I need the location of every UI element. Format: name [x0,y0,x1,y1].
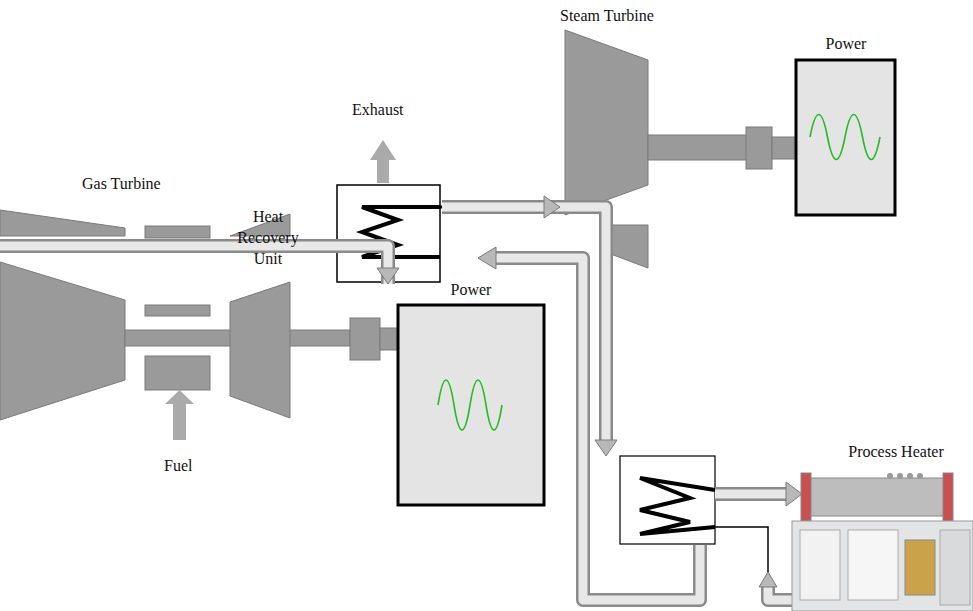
shaft [648,135,748,160]
exhaust-pipe [0,242,352,251]
generator-label: Power [398,280,546,505]
heater-fitting [917,473,923,479]
turbine-casing [0,210,125,236]
generator [398,305,544,505]
fuel-arrow [173,402,186,440]
supply-pipe [715,487,788,501]
steam-turbine: Steam Turbine [560,6,656,268]
heater-flange [943,473,953,521]
heater-fitting [897,473,903,479]
node-label: Steam Turbine [560,6,654,27]
cabinet-panel [800,530,840,600]
fuel-label: Fuel [164,456,192,477]
coupling [350,318,380,360]
coupling [772,137,796,159]
node-label: Heat Recovery Unit [222,207,314,269]
pipe-connector [442,196,560,218]
arrow-head [377,268,399,284]
coupling [746,127,772,169]
gas-turbine: Gas Turbine [0,170,348,420]
heater-fitting [907,473,913,479]
pipe-connector [348,246,399,284]
exhaust-arrow [370,140,396,160]
combustor [145,356,210,390]
cabinet-panel [848,530,898,600]
sine-wave [810,115,880,160]
pipe-core [442,203,560,212]
flow-arrow [478,247,496,269]
node-label: Gas Turbine [82,174,161,195]
fuel-arrow [165,390,194,404]
node-label: Process Heater [819,442,973,463]
pipe-core [348,246,388,284]
compressor [0,262,125,420]
sine-wave [438,380,502,430]
heat-exchanger [620,456,715,544]
pipe-outline [442,200,560,214]
heater-flange [801,473,811,521]
arrow-head [544,196,560,218]
generator [796,60,895,215]
return-line [715,527,768,572]
node-label: Power [398,280,544,301]
flow-arrow [595,440,617,456]
flow-arrow [786,482,802,506]
exhaust-pipe [0,239,352,253]
pipe-outline [348,246,388,284]
heater-fitting [887,473,893,479]
supply-pipe [715,490,788,499]
combustor-casing [145,226,210,238]
flow-arrow [759,572,777,587]
generator-label: Power [800,34,894,215]
process-heater: Process Heater [775,440,973,611]
turbine [230,282,290,418]
exhaust-arrow [377,158,389,183]
cabinet-motor [905,540,935,595]
heater-cabinet [792,521,973,611]
exhaust-label: Exhaust [352,100,404,121]
node-label: Power [800,34,892,55]
heat-recovery-unit: Heat Recovery Unit [222,185,442,284]
steam-turbine-rotor [565,30,648,215]
heat-coil [640,478,715,534]
cabinet-panel [940,530,970,605]
combustor [145,305,210,316]
coupling [380,328,398,350]
heater-drum [803,478,951,516]
